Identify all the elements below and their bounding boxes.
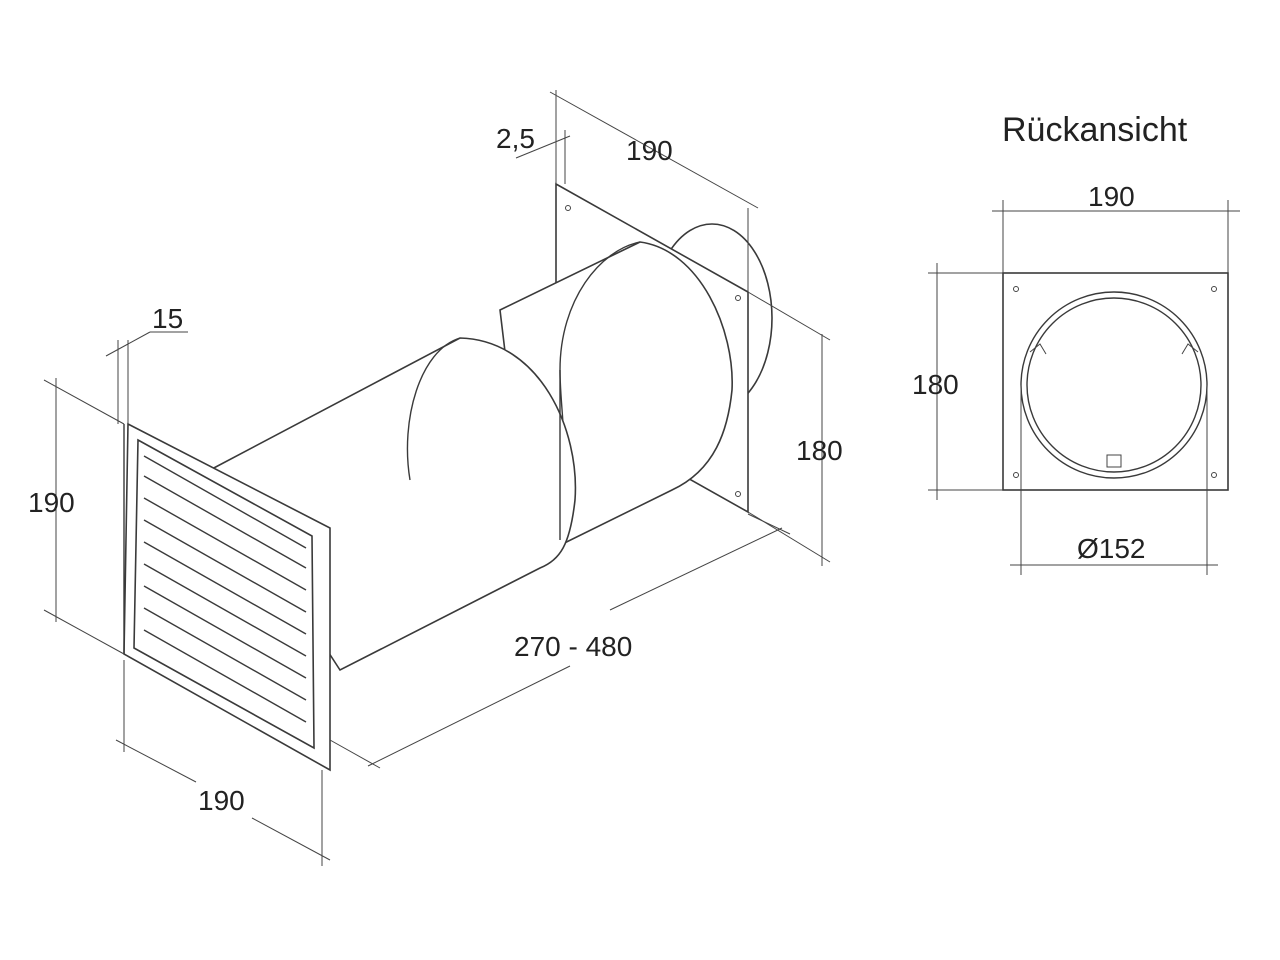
grille-louvres bbox=[143, 455, 307, 723]
flange-screw-hole bbox=[565, 205, 571, 211]
dim-label-grille-height: 190 bbox=[28, 487, 75, 518]
dim-flange-width: 190 bbox=[549, 91, 759, 292]
dim-label-flange-thickness: 2,5 bbox=[496, 123, 535, 154]
rear-tube-notch bbox=[1106, 454, 1122, 468]
rear-screw-hole bbox=[1211, 286, 1217, 292]
dim-rear-width: 190 bbox=[992, 181, 1240, 273]
dim-label-rear-width: 190 bbox=[1088, 181, 1135, 212]
rear-screw-hole bbox=[1211, 472, 1217, 478]
dim-grille-depth: 15 bbox=[105, 303, 188, 424]
dim-label-flange-height: 180 bbox=[796, 435, 843, 466]
rear-flange bbox=[1002, 272, 1229, 491]
grille-inner-frame bbox=[133, 438, 315, 750]
rear-screw-hole bbox=[1013, 472, 1019, 478]
dim-rear-diameter: Ø152 bbox=[1010, 385, 1218, 575]
inner-tube-end bbox=[406, 337, 461, 481]
dim-label-flange-width: 190 bbox=[626, 135, 673, 166]
dim-label-tube-length: 270 - 480 bbox=[514, 631, 632, 662]
flange-screw-hole bbox=[735, 491, 741, 497]
dim-label-grille-width: 190 bbox=[198, 785, 245, 816]
isometric-view: 2,5 190 180 15 190 bbox=[28, 90, 843, 866]
rear-tube-inner bbox=[1026, 297, 1202, 473]
dim-grille-width: 190 bbox=[115, 660, 331, 866]
dim-tube-length: 270 - 480 bbox=[329, 513, 791, 769]
dim-label-rear-diameter: Ø152 bbox=[1077, 533, 1146, 564]
dim-flange-thickness: 2,5 bbox=[496, 90, 571, 184]
rear-view-title: Rückansicht bbox=[1002, 111, 1188, 149]
dim-flange-height: 180 bbox=[747, 291, 843, 566]
dim-rear-height: 180 bbox=[912, 263, 1003, 500]
dim-grille-height: 190 bbox=[28, 378, 125, 655]
dim-label-rear-height: 180 bbox=[912, 369, 959, 400]
rear-screw-hole bbox=[1013, 286, 1019, 292]
flange-screw-hole bbox=[735, 295, 741, 301]
dim-label-grille-depth: 15 bbox=[152, 303, 183, 334]
rear-view: Rückansicht 190 180 Ø152 bbox=[912, 111, 1240, 575]
